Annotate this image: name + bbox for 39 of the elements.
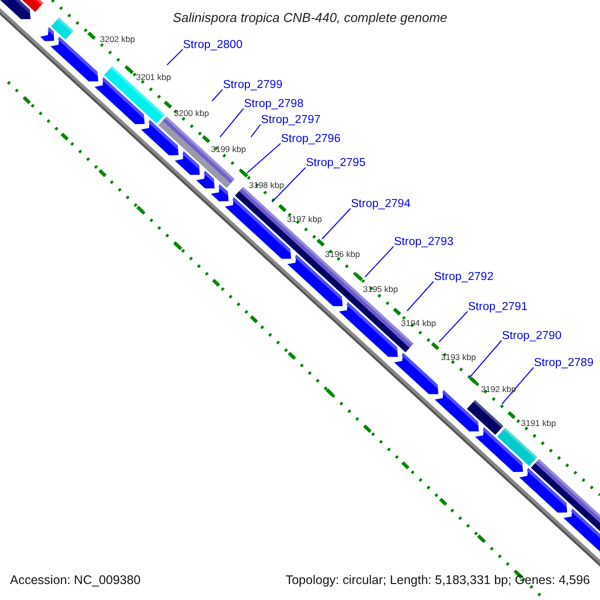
- position-label: 3198 kbp: [249, 181, 284, 190]
- position-label: 3192 kbp: [481, 385, 516, 394]
- position-label: 3202 kbp: [100, 35, 135, 44]
- leader-line: [220, 108, 244, 138]
- genome-summary-text: Topology: circular; Length: 5,183,331 bp; Genes: 4,596: [286, 574, 590, 586]
- leader-line: [406, 281, 434, 312]
- leader-line: [502, 367, 534, 404]
- position-label: 3193 kbp: [441, 353, 476, 362]
- gene-label: Strop_2798: [244, 99, 304, 110]
- position-label: 3199 kbp: [211, 145, 246, 154]
- position-label: 3200 kbp: [174, 109, 209, 118]
- gene-label: Strop_2799: [223, 80, 282, 92]
- gene-label: Strop_2791: [468, 302, 528, 314]
- position-label: 3191 kbp: [521, 419, 556, 428]
- leader-line: [166, 49, 183, 66]
- gene-label: Strop_2797: [261, 115, 320, 126]
- position-label: 3195 kbp: [363, 285, 398, 294]
- gene-label: Strop_2792: [434, 272, 494, 284]
- leader-line: [438, 311, 468, 342]
- accession-text: Accession: NC_009380: [10, 574, 141, 586]
- chart-title: Salinispora tropica CNB-440, complete genome: [172, 11, 448, 24]
- leader-line: [250, 124, 261, 138]
- leader-line: [364, 246, 394, 278]
- position-label: 3196 kbp: [325, 250, 360, 258]
- leader-line: [470, 340, 502, 378]
- leader-line: [212, 89, 223, 102]
- leader-line: [272, 167, 306, 202]
- position-label: 3194 kbp: [401, 319, 436, 328]
- gene-label: Strop_2795: [306, 158, 366, 170]
- position-label: 3201 kbp: [136, 73, 171, 82]
- gene-label: Strop_2793: [394, 237, 454, 248]
- gene-label: Strop_2796: [281, 134, 340, 146]
- position-label: 3197 kbp: [287, 215, 322, 224]
- gene-label: Strop_2789: [534, 358, 594, 370]
- leader-line: [322, 208, 351, 240]
- leader-line: [246, 143, 281, 174]
- gene-label: Strop_2794: [351, 199, 410, 210]
- gene-label: Strop_2790: [502, 331, 562, 342]
- gene-label: Strop_2800: [183, 40, 242, 52]
